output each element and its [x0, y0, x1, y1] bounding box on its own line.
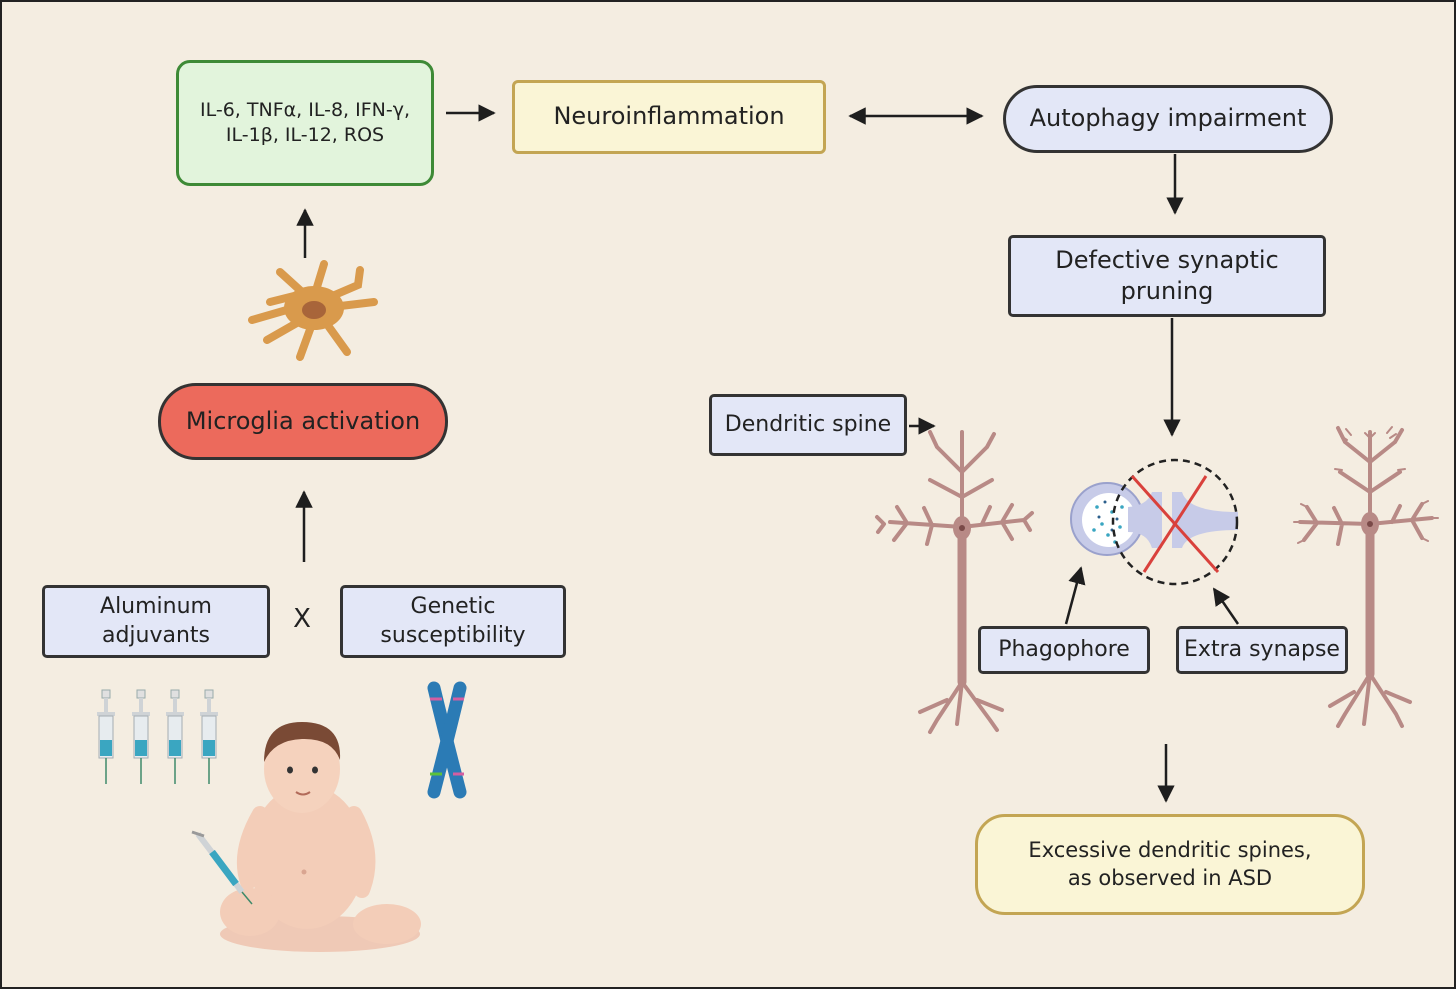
extra-synapse-box: Extra synapse [1176, 626, 1348, 674]
aluminum-line-1: Aluminum [100, 593, 212, 619]
arrow-extra-synapse-pointer [1212, 587, 1240, 625]
defective-pruning-line-1: Defective synaptic [1055, 245, 1279, 274]
autophagy-impairment-label: Autophagy impairment [1029, 104, 1307, 133]
aluminum-line-2: adjuvants [101, 622, 211, 648]
neuron-icon [1293, 426, 1439, 728]
synapse-icon [1070, 458, 1239, 586]
arrow-phagophore-pointer [1064, 566, 1086, 625]
syringe-icon [97, 689, 218, 784]
genetic-susceptibility-box: Genetic susceptibility [340, 585, 566, 658]
excessive-spines-box: Excessive dendritic spines, as observed … [975, 814, 1365, 915]
defective-pruning-line-2: pruning [1120, 277, 1214, 305]
genetic-line-1: Genetic [410, 593, 496, 619]
cytokines-line-2: IL-1β, IL-12, ROS [225, 124, 385, 146]
baby-illustration [191, 722, 421, 952]
genetic-line-2: susceptibility [380, 622, 526, 648]
excessive-spines-line-2: as observed in ASD [1067, 865, 1273, 890]
autophagy-impairment-box: Autophagy impairment [1003, 85, 1333, 153]
defective-pruning-box: Defective synaptic pruning [1008, 235, 1326, 317]
phagophore-label: Phagophore [998, 636, 1130, 662]
aluminum-adjuvants-box: Aluminum adjuvants [42, 585, 270, 658]
microglia-activation-label: Microglia activation [185, 406, 421, 435]
microglia-activation-box: Microglia activation [158, 383, 448, 460]
chromosome-icon [427, 681, 467, 799]
dendritic-spine-label: Dendritic spine [724, 411, 892, 437]
cytokines-line-1: IL-6, TNFα, IL-8, IFN-γ, [200, 99, 410, 122]
phagophore-box: Phagophore [978, 626, 1150, 674]
dendritic-spine-box: Dendritic spine [709, 394, 907, 456]
neuron-icon [875, 430, 1034, 734]
neuroinflammation-box: Neuroinflammation [512, 80, 826, 154]
neuroinflammation-label: Neuroinflammation [553, 102, 785, 131]
excessive-spines-line-1: Excessive dendritic spines, [1028, 838, 1312, 863]
cytokines-box: IL-6, TNFα, IL-8, IFN-γ, IL-1β, IL-12, R… [176, 60, 434, 186]
microglia-cell-icon [248, 260, 378, 361]
extra-synapse-label: Extra synapse [1184, 636, 1340, 662]
interaction-symbol: X [293, 604, 311, 634]
